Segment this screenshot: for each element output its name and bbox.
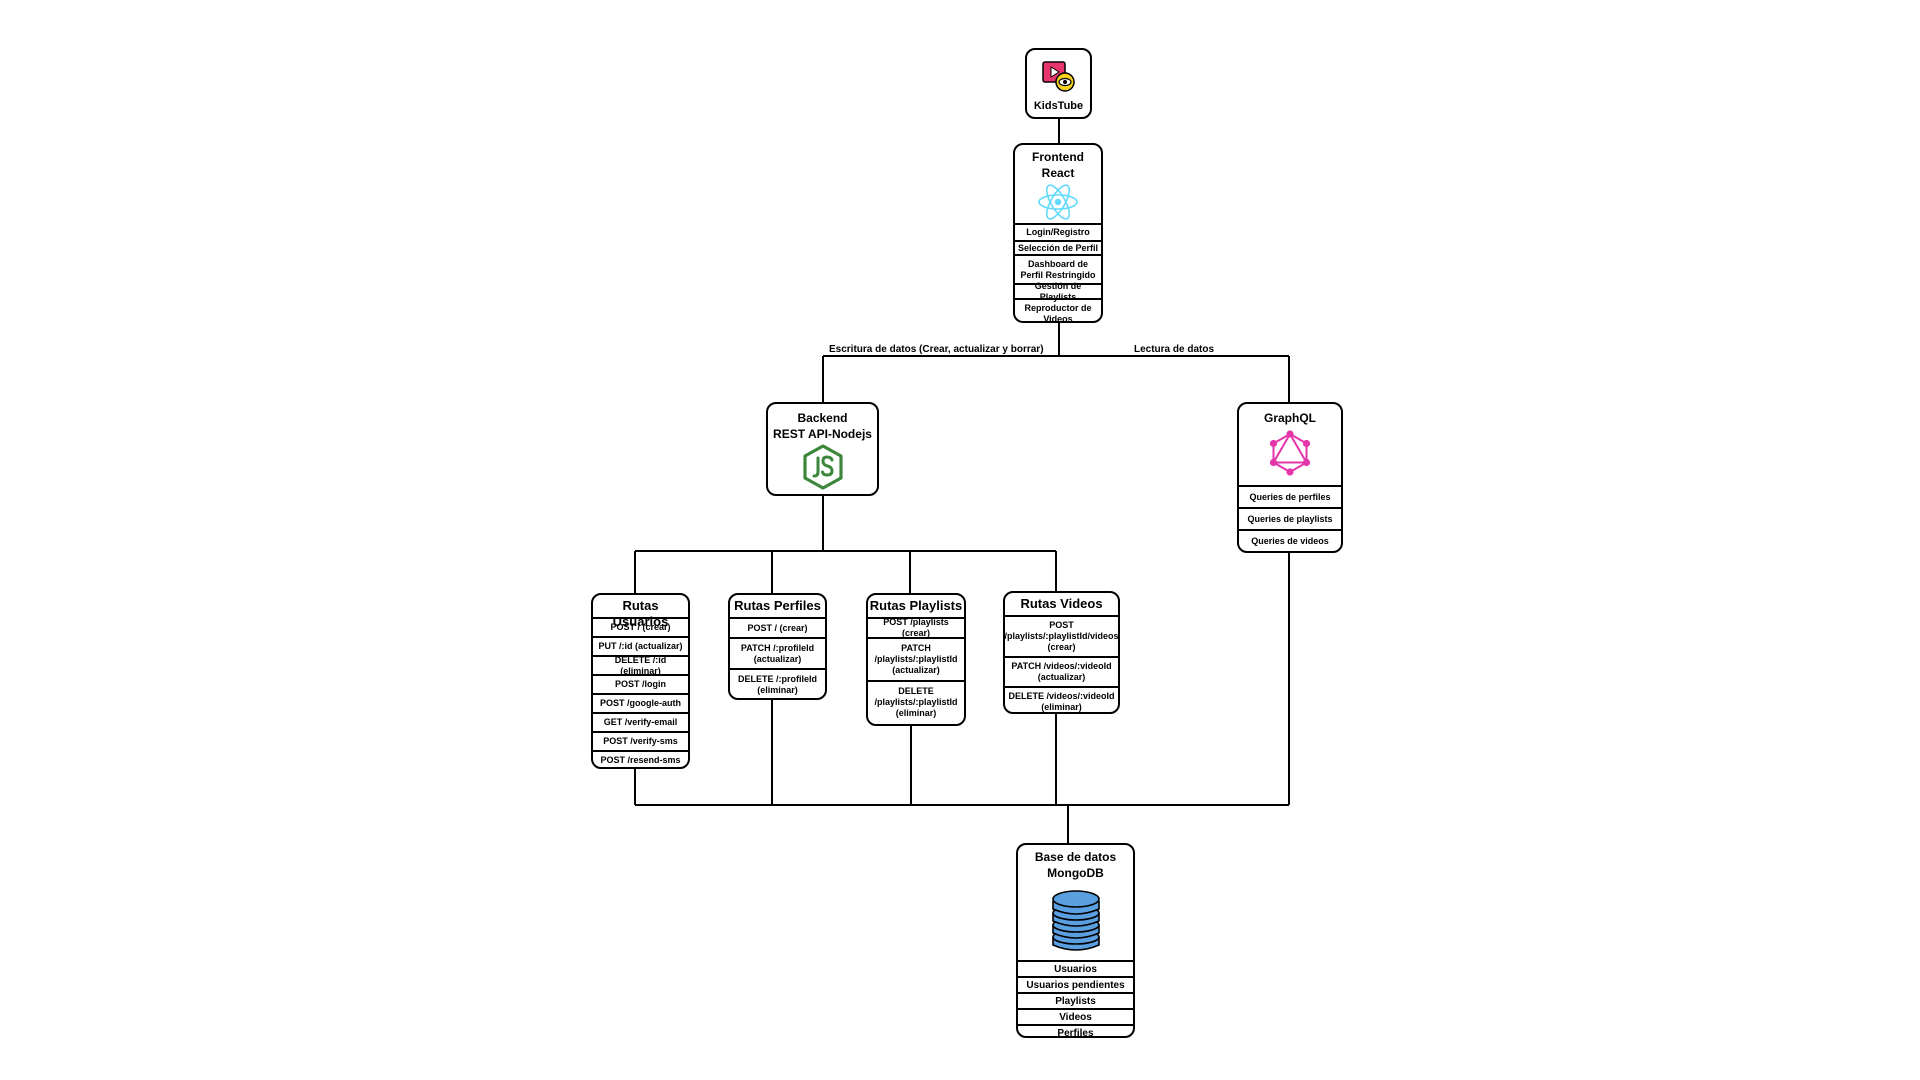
usuarios-route-verify-sms: POST /verify-sms	[593, 731, 688, 750]
kidstube-title: KidsTube	[1033, 100, 1084, 112]
graphql-icon	[1239, 426, 1341, 480]
graphql-item-perfiles: Queries de perfiles	[1239, 485, 1341, 507]
db-collection-usuarios-pendientes: Usuarios pendientes	[1018, 976, 1133, 992]
usuarios-route-resend-sms: POST /resend-sms	[593, 750, 688, 767]
frontend-title-line1: Frontend	[1032, 150, 1084, 164]
database-title-line1: Base de datos	[1034, 850, 1117, 864]
perfiles-route-actualizar: PATCH /:profileId (actualizar)	[730, 637, 825, 668]
db-collection-perfiles: Perfiles	[1018, 1024, 1133, 1036]
database-node: Base de datos MongoDB Usuarios Usuarios …	[1016, 843, 1135, 1038]
videos-route-eliminar: DELETE /videos/:videoId (eliminar)	[1005, 686, 1118, 712]
backend-node: Backend REST API-Nodejs	[766, 402, 879, 496]
frontend-node: Frontend React Login/Registro Selección …	[1013, 143, 1103, 323]
rutas-usuarios-node: Rutas Usuarios POST / (crear) PUT /:id (…	[591, 593, 690, 769]
database-title-line2: MongoDB	[1047, 866, 1104, 880]
rutas-videos-title: Rutas Videos	[1020, 596, 1103, 611]
react-icon	[1015, 181, 1101, 223]
read-edge-label: Lectura de datos	[1134, 344, 1215, 355]
usuarios-route-google-auth: POST /google-auth	[593, 693, 688, 712]
usuarios-route-eliminar: DELETE /:id (eliminar)	[593, 655, 688, 676]
db-collection-playlists: Playlists	[1018, 992, 1133, 1008]
backend-title-line1: Backend	[797, 411, 848, 425]
usuarios-route-crear: POST / (crear)	[593, 617, 688, 636]
rutas-perfiles-title: Rutas Perfiles	[734, 598, 821, 613]
usuarios-route-verify-email: GET /verify-email	[593, 712, 688, 731]
frontend-item-dashboard: Dashboard de Perfil Restringido	[1015, 254, 1101, 283]
graphql-item-playlists: Queries de playlists	[1239, 507, 1341, 529]
rutas-playlists-title: Rutas Playlists	[869, 598, 963, 613]
videos-route-crear: POST /playlists/:playlistId/videos (crea…	[1005, 615, 1118, 656]
db-collection-videos: Videos	[1018, 1008, 1133, 1024]
rutas-perfiles-node: Rutas Perfiles POST / (crear) PATCH /:pr…	[728, 593, 827, 700]
rutas-videos-node: Rutas Videos POST /playlists/:playlistId…	[1003, 591, 1120, 714]
usuarios-route-actualizar: PUT /:id (actualizar)	[593, 636, 688, 655]
database-icon	[1018, 881, 1133, 959]
perfiles-route-eliminar: DELETE /:profileId (eliminar)	[730, 668, 825, 698]
kidstube-logo-icon	[1027, 56, 1090, 98]
graphql-node: GraphQL Queries de perfiles Queries de p…	[1237, 402, 1343, 553]
perfiles-route-crear: POST / (crear)	[730, 617, 825, 637]
frontend-item-playlists: Gestión de Playlists	[1015, 281, 1101, 302]
backend-title-line2: REST API-Nodejs	[773, 427, 872, 441]
kidstube-node: KidsTube	[1025, 48, 1092, 119]
playlists-route-crear: POST /playlists (crear)	[868, 617, 964, 638]
usuarios-route-login: POST /login	[593, 674, 688, 693]
playlists-route-actualizar: PATCH /playlists/:playlistId (actualizar…	[868, 637, 964, 680]
videos-route-actualizar: PATCH /videos/:videoId (actualizar)	[1005, 656, 1118, 686]
frontend-title-line2: React	[1041, 166, 1075, 180]
nodejs-icon	[768, 442, 877, 492]
frontend-item-profile-select: Selección de Perfil	[1015, 240, 1101, 254]
playlists-route-eliminar: DELETE /playlists/:playlistId (eliminar)	[868, 680, 964, 723]
db-collection-usuarios: Usuarios	[1018, 960, 1133, 976]
graphql-title: GraphQL	[1263, 411, 1316, 425]
write-edge-label: Escritura de datos (Crear, actualizar y …	[829, 344, 1044, 355]
rutas-playlists-node: Rutas Playlists POST /playlists (crear) …	[866, 593, 966, 726]
frontend-item-login: Login/Registro	[1015, 223, 1101, 240]
frontend-item-player: Reproductor de Videos	[1015, 298, 1101, 321]
graphql-item-videos: Queries de videos	[1239, 529, 1341, 551]
